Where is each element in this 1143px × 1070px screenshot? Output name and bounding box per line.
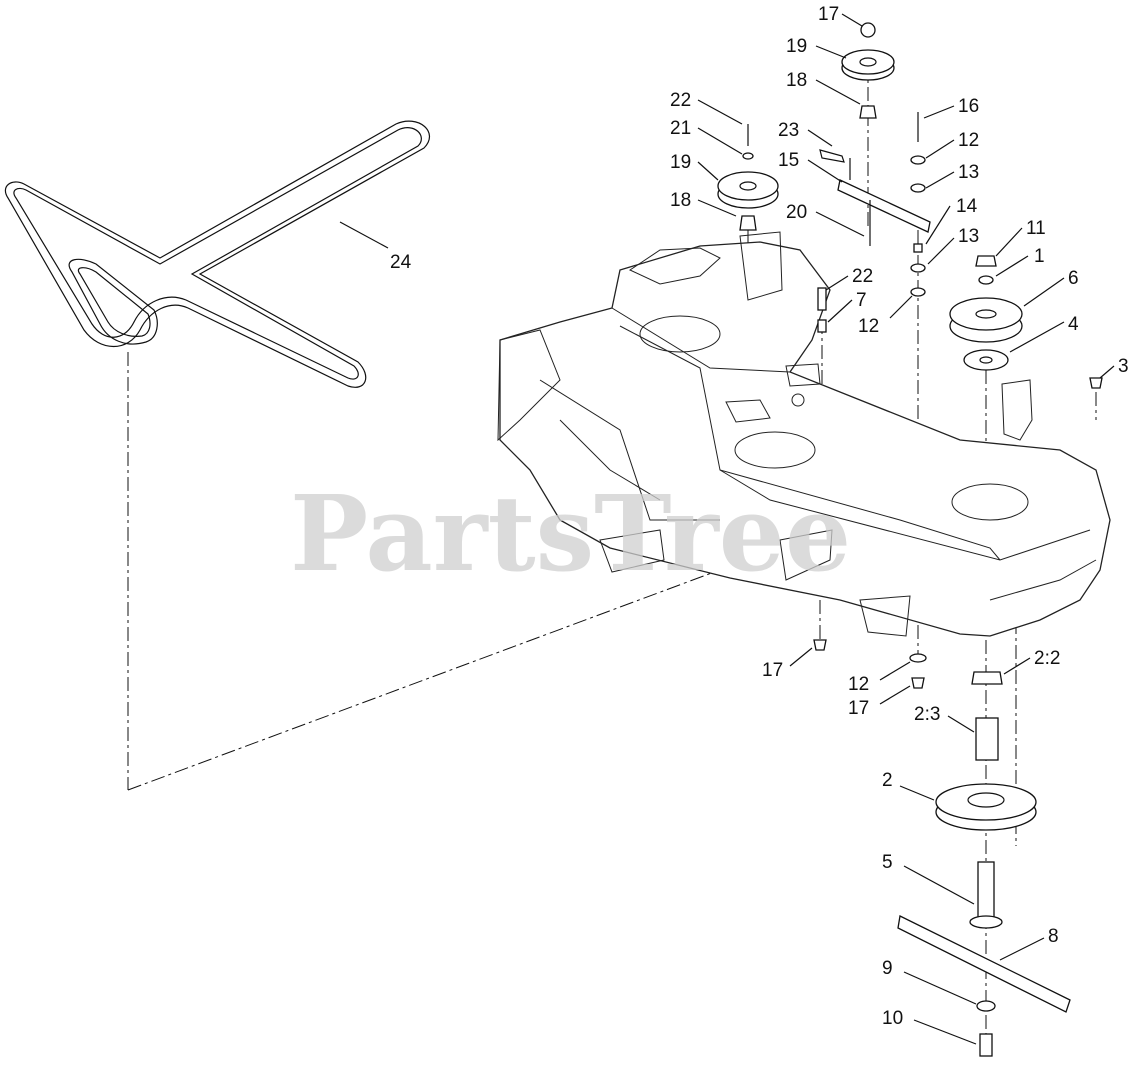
callout-17: 17 <box>762 660 783 681</box>
callout-17: 17 <box>818 4 839 25</box>
callout-8: 8 <box>1048 926 1059 947</box>
callout-17: 17 <box>848 698 869 719</box>
callout-18: 18 <box>670 190 691 211</box>
callout-5: 5 <box>882 852 893 873</box>
callout-1: 1 <box>1034 246 1045 267</box>
callout-2-3: 2:3 <box>914 704 940 725</box>
callout-18: 18 <box>786 70 807 91</box>
callout-22: 22 <box>670 90 691 111</box>
idler-pulley-upper <box>841 22 895 119</box>
callout-19: 19 <box>670 152 691 173</box>
callout-23: 23 <box>778 120 799 141</box>
callout-13: 13 <box>958 162 979 183</box>
callout-21: 21 <box>670 118 691 139</box>
callout-13: 13 <box>958 226 979 247</box>
callout-19: 19 <box>786 36 807 57</box>
idler-arm <box>819 149 931 246</box>
watermark: PartsTree <box>290 472 851 595</box>
leader-lines <box>339 13 1115 1045</box>
callout-11: 11 <box>1026 218 1046 239</box>
callout-22: 22 <box>852 266 873 287</box>
small-nuts <box>813 639 927 689</box>
center-pulley-hardware <box>949 255 1023 371</box>
drive-belt <box>4 120 431 388</box>
callout-7: 7 <box>856 290 867 311</box>
blade <box>897 915 1071 1057</box>
callout-15: 15 <box>778 150 799 171</box>
bolt-22-7 <box>817 287 827 333</box>
callout-12: 12 <box>848 674 869 695</box>
callout-14: 14 <box>956 196 978 217</box>
callout-labels: 17 19 18 16 22 21 23 12 15 13 19 18 20 1… <box>390 4 1129 1029</box>
callout-9: 9 <box>882 958 893 979</box>
mower-deck <box>497 231 1111 637</box>
callout-20: 20 <box>786 202 807 223</box>
callout-3: 3 <box>1118 356 1129 377</box>
callout-10: 10 <box>882 1008 903 1029</box>
callout-24: 24 <box>390 252 412 273</box>
spindle-assembly <box>935 671 1037 929</box>
callout-2-2: 2:2 <box>1034 648 1060 669</box>
callout-6: 6 <box>1068 268 1079 289</box>
callout-2: 2 <box>882 770 893 791</box>
callout-12: 12 <box>958 130 979 151</box>
idler-pulley-lower <box>717 124 779 231</box>
callout-12: 12 <box>858 316 879 337</box>
callout-16: 16 <box>958 96 979 117</box>
bolt-3 <box>1089 377 1103 389</box>
right-stack-hardware <box>910 112 926 297</box>
callout-4: 4 <box>1068 314 1079 335</box>
